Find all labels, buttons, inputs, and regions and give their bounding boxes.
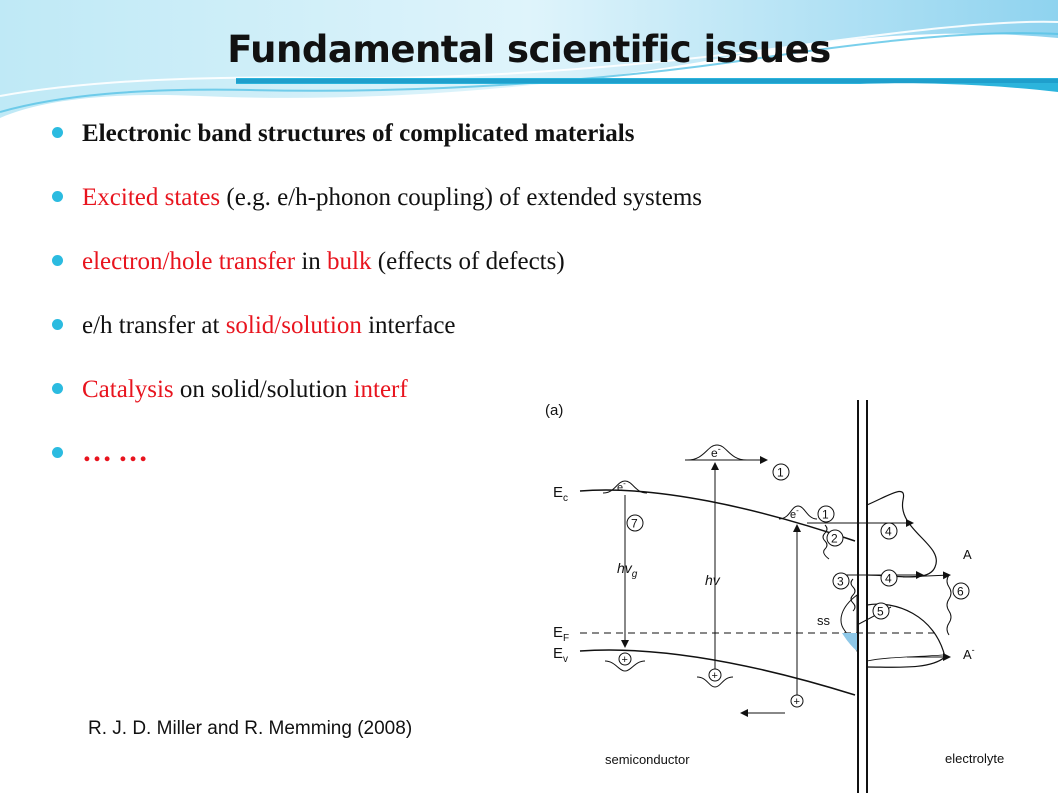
svg-text:+: + — [712, 670, 718, 682]
level-label-ec: Ec — [553, 484, 568, 504]
species-a-arrow — [902, 571, 951, 580]
bullet-dot-icon — [52, 127, 63, 138]
svg-text:4: 4 — [885, 525, 892, 539]
level-label-ef: EF — [553, 624, 569, 644]
bandgap-excitation-label: hvg — [617, 560, 638, 580]
process-marker-2: 2 — [826, 529, 844, 547]
svg-text:2: 2 — [831, 532, 838, 546]
electron-ec-wavepacket — [602, 480, 648, 494]
svg-text:1: 1 — [777, 466, 784, 480]
process-marker-5: 5 — [872, 602, 890, 620]
surface-state-filled — [842, 633, 857, 651]
bullet-text-segment: (effects of defects) — [371, 248, 565, 275]
photon-excitation-label: hv — [705, 572, 721, 588]
species-a-label: A — [963, 547, 972, 562]
surface-state-label: ss — [817, 613, 831, 628]
bullet-text-segment: on solid/solution — [173, 376, 354, 403]
bullet-text-segment: Electronic band structures of complicate… — [82, 120, 635, 147]
bullet-dot-icon — [52, 255, 63, 266]
svg-text:5: 5 — [877, 605, 884, 619]
species-a-minus-label: A- — [963, 645, 975, 662]
panel-label: (a) — [545, 402, 563, 419]
bullet-text-segment: (e.g. e/h-phonon coupling) of extended s… — [220, 184, 702, 211]
electron-surface-label: e- — [790, 506, 799, 521]
bullet-item: Catalysis on solid/solution interf — [50, 368, 930, 432]
electrolyte-distribution-a — [866, 490, 937, 578]
bullet-text-segment: Catalysis — [82, 376, 174, 403]
process-marker-4-top: 4 — [880, 522, 898, 540]
bullet-text-segment: solid/solution — [225, 312, 362, 339]
process-marker-3: 3 — [832, 572, 850, 590]
process-marker-6: 6 — [952, 582, 970, 600]
bullet-text-segment: electron/hole transfer — [82, 248, 296, 275]
region-label-semiconductor: semiconductor — [605, 752, 690, 767]
relaxation-wave-3 — [850, 578, 856, 612]
svg-text:4: 4 — [885, 572, 892, 586]
process-marker-1-surface: 1 — [817, 505, 835, 523]
hole-left: + — [618, 652, 632, 666]
bullet-item: e/h transfer at solid/solution interface — [50, 304, 930, 368]
level-label-ev: Ev — [553, 645, 568, 665]
bullet-item: electron/hole transfer in bulk (effects … — [50, 240, 930, 304]
hole-left-wavepacket — [604, 660, 646, 672]
hole-surface: + — [790, 694, 804, 708]
bullet-item: Excited states (e.g. e/h-phonon coupling… — [50, 176, 930, 240]
bullet-text-segment: e/h transfer at — [82, 312, 226, 339]
bullet-text-segment: interf — [353, 376, 408, 403]
hole-center: + — [708, 668, 722, 682]
bullet-text-segment: Excited states — [82, 184, 221, 211]
process-marker-1-top: 1 — [772, 463, 790, 481]
relaxation-wave-2 — [822, 524, 830, 560]
bullet-dot-icon — [52, 383, 63, 394]
svg-text:7: 7 — [631, 517, 638, 531]
electron-ec-label: e- — [617, 479, 626, 494]
bullet-item-ellipsis: …… — [50, 432, 930, 496]
electrolyte-tail — [866, 654, 944, 662]
bullet-dot-icon — [52, 447, 63, 458]
svg-text:6: 6 — [957, 585, 964, 599]
svg-text:+: + — [622, 654, 628, 666]
svg-text:+: + — [794, 696, 800, 708]
header-underline-line — [236, 79, 1058, 83]
band-diagram: (a) Ec EF Ev e- e- e- hvg hv — [535, 395, 1058, 793]
process-marker-4-mid: 4 — [880, 569, 898, 587]
free-electron-label: e- — [711, 444, 721, 460]
hole-center-wavepacket — [696, 676, 734, 688]
bullet-dot-icon — [52, 319, 63, 330]
bullet-text-segment: interface — [361, 312, 456, 339]
svg-text:3: 3 — [837, 575, 844, 589]
bullet-text-segment: in — [295, 248, 328, 275]
citation: R. J. D. Miller and R. Memming (2008) — [88, 718, 413, 739]
header-wave-stroke-2 — [0, 20, 1058, 97]
relaxation-wave-6 — [946, 574, 952, 636]
header-wave — [0, 0, 1058, 118]
electron-surface-wavepacket — [778, 505, 818, 520]
free-electron-wavepacket — [686, 444, 748, 461]
region-label-electrolyte: electrolyte — [945, 751, 1004, 766]
svg-text:1: 1 — [822, 508, 829, 522]
bullet-dot-icon — [52, 191, 63, 202]
bullet-item: Electronic band structures of complicate… — [50, 112, 930, 176]
ellipsis-text: …… — [82, 435, 154, 468]
conduction-band-curve — [579, 489, 856, 542]
bullet-list: Electronic band structures of complicate… — [50, 112, 930, 496]
slide-title: Fundamental scientific issues — [227, 28, 831, 71]
process-marker-7: 7 — [626, 514, 644, 532]
bullet-text-segment: bulk — [327, 248, 372, 275]
valence-band-curve — [579, 649, 856, 696]
